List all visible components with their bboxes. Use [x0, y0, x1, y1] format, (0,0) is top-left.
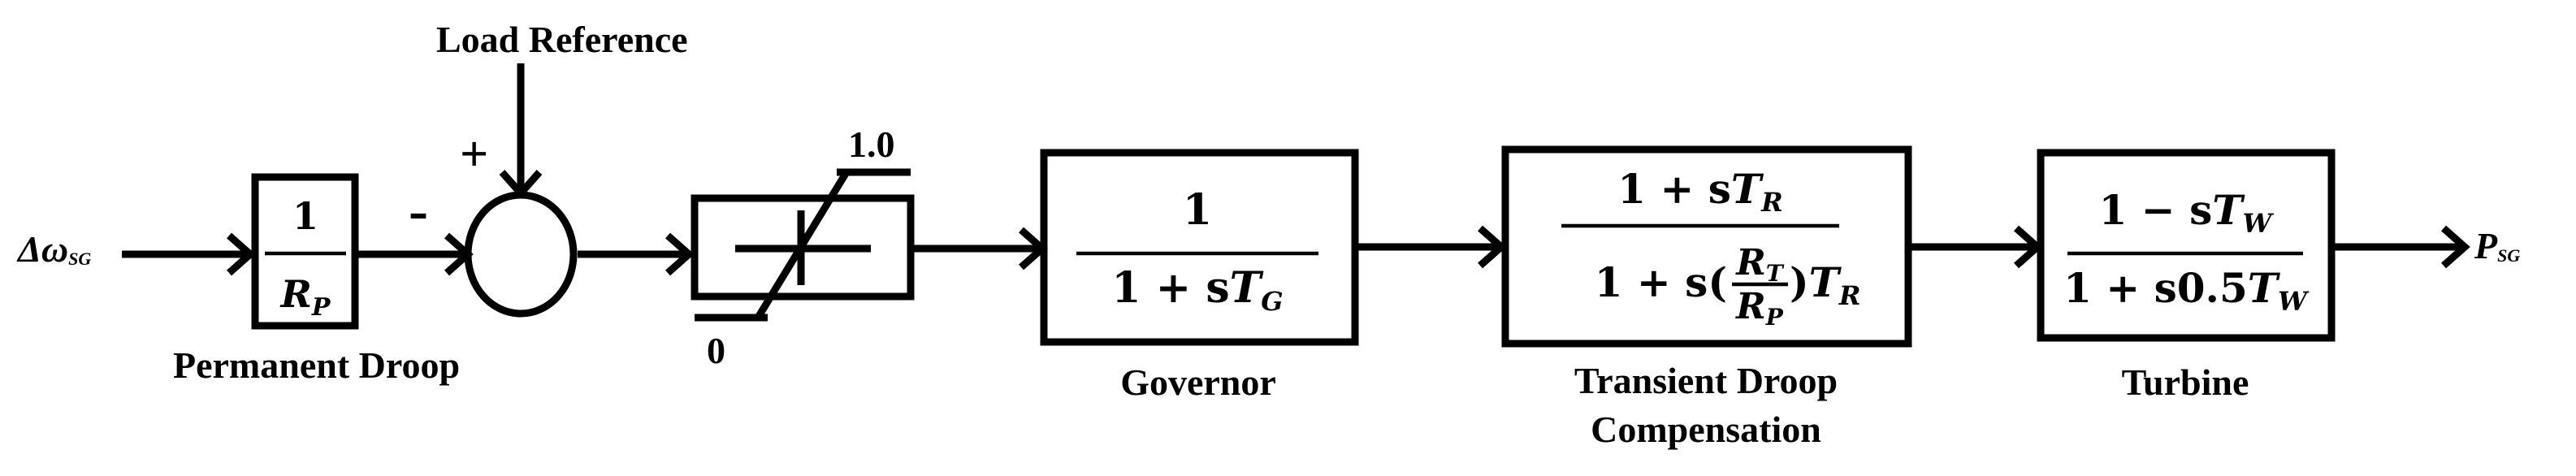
transient-numerator: 1 + sTR [1617, 165, 1782, 218]
summing-junction [464, 191, 578, 318]
turbine-numerator: 1 − sTW [2099, 186, 2275, 239]
transient-denominator-suffix: )TR [1790, 258, 1860, 311]
output-signal-label: PSG [2474, 225, 2520, 266]
transient-inner-numerator: RT [1734, 242, 1785, 287]
governor-label: Governor [1120, 361, 1276, 403]
limiter-upper-value: 1.0 [848, 123, 895, 165]
droop-block [251, 173, 359, 330]
transient-droop-block [1501, 145, 1912, 348]
transient-droop-label-line1: Transient Droop [1574, 360, 1838, 401]
plus-sign: + [460, 127, 488, 182]
transient-inner-denominator: RP [1734, 286, 1784, 331]
limiter-lower-value: 0 [707, 330, 725, 371]
arrowhead-droop [227, 232, 256, 276]
governor-denominator: 1 + sTG [1111, 263, 1283, 317]
permanent-droop-label: Permanent Droop [173, 344, 460, 386]
transient-denominator-prefix: 1 + s( [1595, 258, 1727, 306]
droop-numerator: 1 [292, 194, 318, 238]
governor-numerator: 1 [1183, 185, 1212, 235]
turbine-denominator: 1 + s0.5TW [2063, 264, 2310, 317]
minus-sign: - [409, 178, 428, 243]
load-reference-label: Load Reference [436, 19, 688, 60]
arrowhead-output [2441, 225, 2470, 269]
droop-denominator: RP [279, 272, 331, 322]
governor-block [1040, 149, 1359, 346]
arrowhead-limiter [665, 232, 695, 276]
turbine-label: Turbine [2122, 361, 2249, 403]
arrowhead-transient [1478, 225, 1507, 269]
input-signal-label: ΔωSG [16, 228, 91, 270]
limiter-block [691, 194, 915, 301]
turbine-block [2037, 149, 2336, 342]
transient-droop-label-line2: Compensation [1591, 409, 1821, 450]
